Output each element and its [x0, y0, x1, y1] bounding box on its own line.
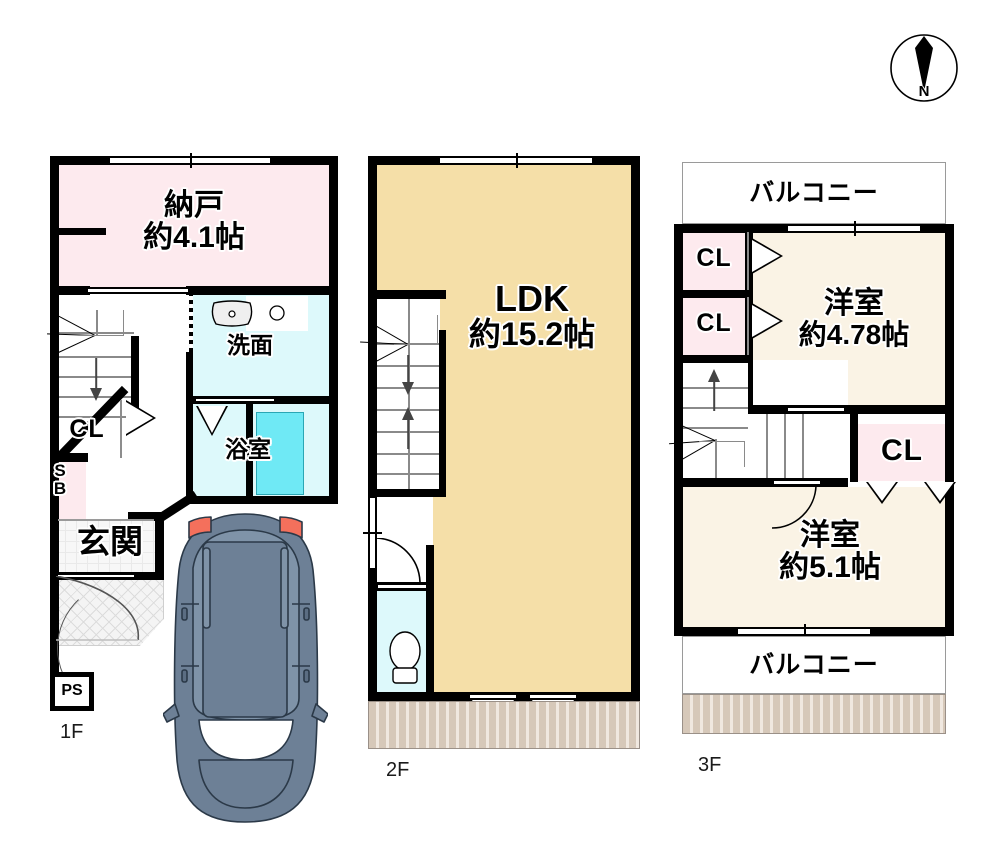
- entry-door-arc-svg: [56, 576, 140, 641]
- wall-3f-bedroom-upper-left: [745, 232, 753, 412]
- ps-shaft-box: [50, 672, 94, 711]
- room-nando-fill: [58, 164, 330, 291]
- window-2f-top: [440, 153, 592, 168]
- wall-3f-right: [945, 224, 954, 635]
- car-illustration: [163, 513, 328, 823]
- wall-3f-cl1-bottom: [674, 290, 746, 298]
- stair-down-arrow-2f: [395, 355, 421, 397]
- wall-1f-left: [50, 156, 59, 711]
- toilet-door-swing-arc: [376, 538, 421, 583]
- floor-label-2f: 2F: [386, 759, 410, 781]
- wall-2f-toilet-right: [426, 545, 434, 591]
- window-3f-bottom: [738, 624, 870, 639]
- room-ldk-label: LDK 約15.2帖: [468, 278, 596, 352]
- window-1f-top: [110, 153, 270, 168]
- closet-3f-cl1-label: CL: [696, 244, 732, 272]
- wall-1f-genkan-top-h: [128, 512, 164, 521]
- window-3f-top: [788, 221, 920, 236]
- wall-3f-stair-bottom: [674, 478, 848, 487]
- balcony-deck-2f: [368, 701, 640, 749]
- door-2f-toilet[interactable]: [378, 583, 426, 590]
- partition-cl1-door-line: [747, 232, 749, 290]
- balcony-deck-3f: [682, 694, 946, 734]
- wall-1f-wet-bottom: [186, 496, 338, 504]
- balcony-bottom-label: バルコニー: [749, 651, 879, 679]
- door-3f-bedroom-lower[interactable]: [774, 479, 820, 486]
- room-senmen-label: 洗面: [227, 332, 273, 358]
- closet-3f-cl3-fill: [858, 424, 946, 481]
- door-3f-bedroom-upper-sliding[interactable]: [788, 406, 844, 413]
- closet-3f-cl2-fill: [682, 297, 746, 355]
- closet-3f-cl2-label: CL: [696, 309, 732, 337]
- wall-2f-right: [631, 156, 640, 701]
- wall-2f-stair-top: [368, 290, 446, 299]
- window-2f-left-tick: [363, 532, 382, 534]
- bathtub-fill: [256, 412, 304, 495]
- staircase-3f: [669, 363, 748, 481]
- room-youshitsu-upper-label: 洋室 約4.78帖: [798, 287, 910, 350]
- floor-plan-2f: LDK 約15.2帖 2F: [0, 0, 640, 790]
- wall-1f-nando-bottom-left: [50, 286, 90, 295]
- stair-up-arrow-2f: [395, 407, 421, 449]
- partition-cl-right: [120, 400, 122, 458]
- wall-2f-stair-right: [437, 330, 446, 497]
- wall-2f-stair-bottom: [368, 488, 446, 497]
- closet-1f-label: CL: [69, 415, 105, 443]
- partition-cl2-door-line: [747, 297, 749, 355]
- wall-1f-genkan-top: [50, 453, 88, 462]
- entry-door-swing-arc: [57, 578, 207, 718]
- door-1f-genkan-entry[interactable]: [58, 573, 134, 579]
- door-2f-ldk-south-1[interactable]: [470, 693, 516, 700]
- door-3f-bedroom-lower-arc: [772, 486, 817, 529]
- partition-senmen-dashed: [189, 292, 193, 354]
- room-youshitsu-lower-fill: [682, 487, 946, 635]
- compass-icon: [890, 34, 958, 102]
- wall-1f-stair-head: [58, 228, 106, 235]
- room-genkan-label: 玄関: [77, 523, 143, 560]
- balcony-top-3f: [682, 162, 946, 224]
- wall-3f-cl3-left: [850, 414, 858, 482]
- staircase-1f: [47, 296, 134, 454]
- balcony-bottom-3f: [682, 636, 946, 694]
- genkan-step-line: [58, 519, 154, 521]
- wall-2f-toilet-right-lower: [426, 591, 434, 692]
- balcony-top-label: バルコニー: [749, 179, 879, 207]
- toilet-fixture-icon: [389, 631, 421, 684]
- door-2f-ldk-south-2[interactable]: [530, 693, 576, 700]
- closet-3f-cl1-fill: [682, 232, 746, 290]
- stair-direction-arrow-1f: [83, 358, 109, 404]
- wall-2f-left: [368, 156, 377, 701]
- floor-label-3f: 3F: [698, 754, 722, 776]
- compass-rose: N: [884, 28, 964, 108]
- wall-1f-nando-bottom-right: [186, 286, 338, 295]
- compass-north-label: N: [918, 83, 930, 100]
- wall-3f-cl2-bottom: [674, 355, 752, 363]
- wall-3f-bedroom-upper-bottom: [745, 405, 946, 414]
- wall-1f-stair-right: [131, 336, 139, 408]
- wall-1f-genkan-right-v: [155, 512, 164, 580]
- door-1f-nando-sliding[interactable]: [88, 287, 188, 294]
- wall-3f-left: [674, 224, 683, 635]
- stair-up-arrow-3f: [701, 369, 727, 411]
- door-1f-senmen[interactable]: [196, 397, 274, 403]
- genkan-tile-floor: [54, 520, 162, 575]
- ps-label: PS: [61, 682, 83, 699]
- wall-1f-wet-left: [186, 352, 193, 504]
- partition-3f-dashed: [848, 407, 944, 411]
- room-nando-label: 納戸 約4.1帖: [143, 189, 245, 254]
- floor-label-1f: 1F: [60, 721, 84, 743]
- washer-drain-icon: [269, 305, 285, 321]
- closet-3f-cl3-label: CL: [881, 434, 923, 467]
- wall-1f-bath-left: [246, 404, 253, 501]
- staircase-3f-lower-run: [748, 414, 818, 482]
- room-yokushitsu-label: 浴室: [225, 436, 271, 462]
- staircase-2f: [360, 299, 439, 489]
- wall-1f-right-upper: [329, 156, 338, 504]
- floor-plan-3f: バルコニー: [0, 0, 956, 790]
- washbasin-icon: [211, 300, 253, 327]
- room-youshitsu-lower-label: 洋室 約5.1帖: [779, 519, 881, 584]
